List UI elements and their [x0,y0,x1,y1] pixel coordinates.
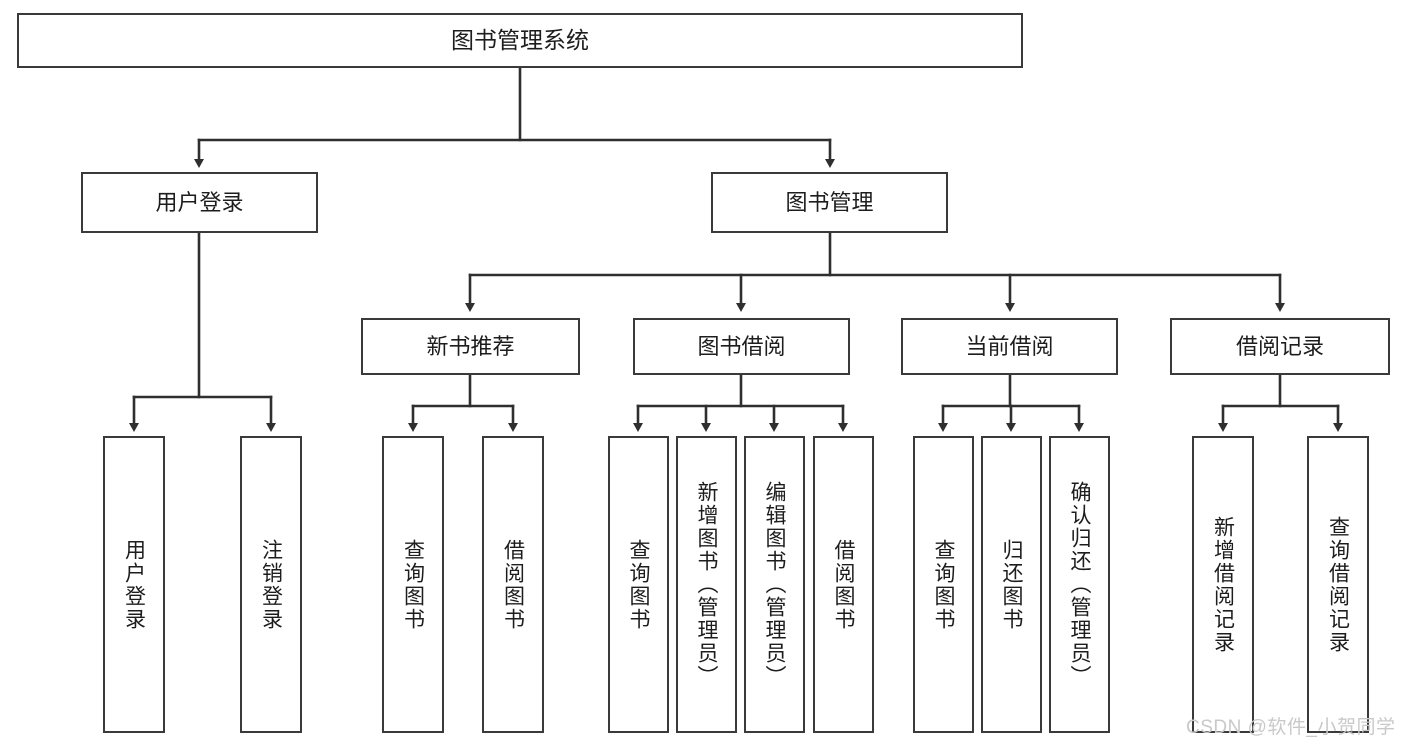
leaf-record-add-borrow-record[interactable]: 新增借阅记录 [1192,436,1254,733]
leaf-borrow-add-book-admin[interactable]: 新增图书（管理员） [676,436,737,733]
node-label: 图书管理 [785,189,874,215]
node-label: 查询图书 [627,538,650,631]
node-label: 新增借阅记录 [1211,515,1235,654]
leaf-new-book-borrow-book[interactable]: 借阅图书 [482,436,544,733]
node-label: 借阅记录 [1235,333,1324,359]
node-label: 注销登录 [259,538,283,631]
node-label: 借阅图书 [501,538,525,631]
leaf-new-book-query-book[interactable]: 查询图书 [382,436,444,733]
node-borrow-record[interactable]: 借阅记录 [1170,318,1390,375]
node-book-management[interactable]: 图书管理 [711,172,948,233]
leaf-borrow-edit-book-admin[interactable]: 编辑图书（管理员） [744,436,805,733]
node-label: 新增图书（管理员） [695,481,718,688]
leaf-current-confirm-return-admin[interactable]: 确认归还（管理员） [1049,436,1110,733]
node-label: 当前借阅 [965,333,1054,359]
node-label: 用户登录 [155,189,244,215]
node-user-login[interactable]: 用户登录 [81,172,318,233]
leaf-record-query-borrow-record[interactable]: 查询借阅记录 [1307,436,1369,733]
leaf-user-login-login[interactable]: 用户登录 [103,436,165,733]
node-label: 查询图书 [401,538,425,631]
node-label: 确认归还（管理员） [1068,481,1091,688]
csdn-watermark: CSDN @软件_小贺同学 [1186,717,1396,738]
node-book-borrow[interactable]: 图书借阅 [633,318,850,375]
node-label: 用户登录 [122,538,146,631]
leaf-borrow-borrow-book[interactable]: 借阅图书 [813,436,874,733]
leaf-user-login-logout[interactable]: 注销登录 [240,436,302,733]
node-label: 新书推荐 [426,333,515,359]
node-label: 查询借阅记录 [1326,515,1350,654]
node-new-book-recommend[interactable]: 新书推荐 [361,318,580,375]
node-current-borrow[interactable]: 当前借阅 [901,318,1118,375]
node-label: 图书借阅 [697,333,786,359]
node-label: 归还图书 [1000,538,1023,631]
leaf-borrow-query-book[interactable]: 查询图书 [608,436,669,733]
leaf-current-query-book[interactable]: 查询图书 [913,436,974,733]
node-label: 查询图书 [932,538,955,631]
leaf-current-return-book[interactable]: 归还图书 [981,436,1042,733]
node-label: 图书管理系统 [451,26,589,53]
node-label: 借阅图书 [832,538,855,631]
node-root-book-management-system[interactable]: 图书管理系统 [17,13,1023,68]
node-label: 编辑图书（管理员） [763,481,786,688]
